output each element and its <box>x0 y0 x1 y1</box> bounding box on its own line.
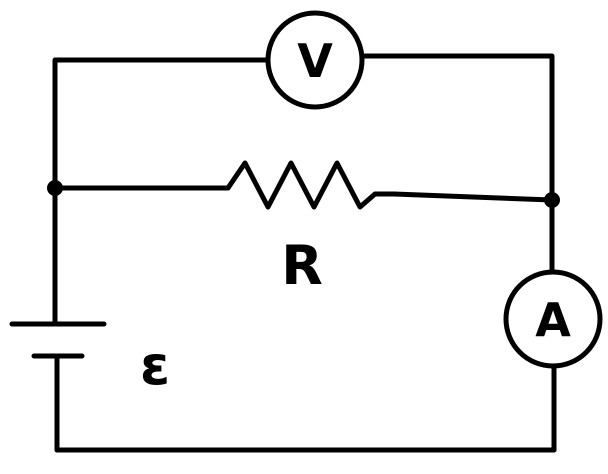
resistor-wire-right <box>391 191 555 203</box>
top-wire-right <box>359 53 555 203</box>
voltmeter: V <box>265 10 365 110</box>
resistor-zigzag <box>225 160 397 210</box>
ammeter-circle <box>503 269 603 369</box>
battery-emf-label: ε <box>140 334 170 397</box>
voltmeter-symbol: V <box>297 34 333 88</box>
left-junction-dot <box>47 180 63 196</box>
right-junction-dot <box>544 192 560 208</box>
top-wire-left <box>52 57 271 191</box>
voltmeter-circle <box>265 10 365 110</box>
ammeter-symbol: A <box>535 293 571 347</box>
resistor-label: R <box>281 234 323 297</box>
ammeter: A <box>503 269 603 369</box>
